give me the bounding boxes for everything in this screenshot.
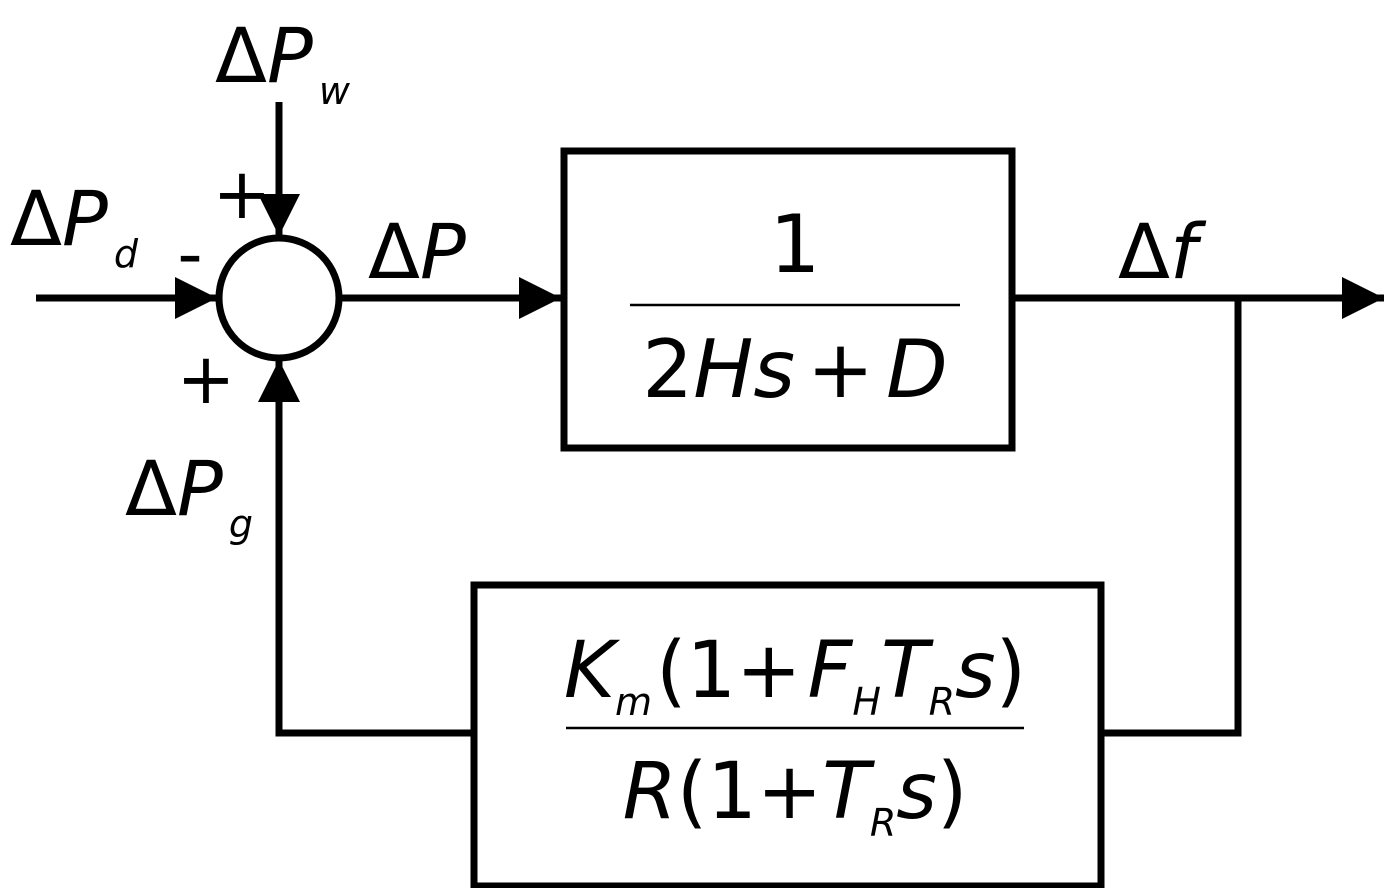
forward-transfer-block xyxy=(560,147,1016,452)
wind-sign: + xyxy=(213,153,272,235)
summing-junction xyxy=(215,234,343,362)
feedback-transfer-block xyxy=(470,581,1105,888)
forward-denominator: 2Hs+D xyxy=(642,323,947,416)
feedback-line-left xyxy=(258,360,474,737)
feedback-denominator: R(1+TRs) xyxy=(623,747,968,845)
demand-sign: - xyxy=(177,213,202,295)
feedback-numerator: Km(1+FHTRs) xyxy=(564,626,1026,724)
feedback-line-right xyxy=(1101,298,1242,737)
frequency-label: Δf xyxy=(1118,207,1207,296)
generation-sign: + xyxy=(177,338,236,420)
forward-numerator: 1 xyxy=(770,198,821,291)
power-error-label: ΔP xyxy=(368,207,466,296)
